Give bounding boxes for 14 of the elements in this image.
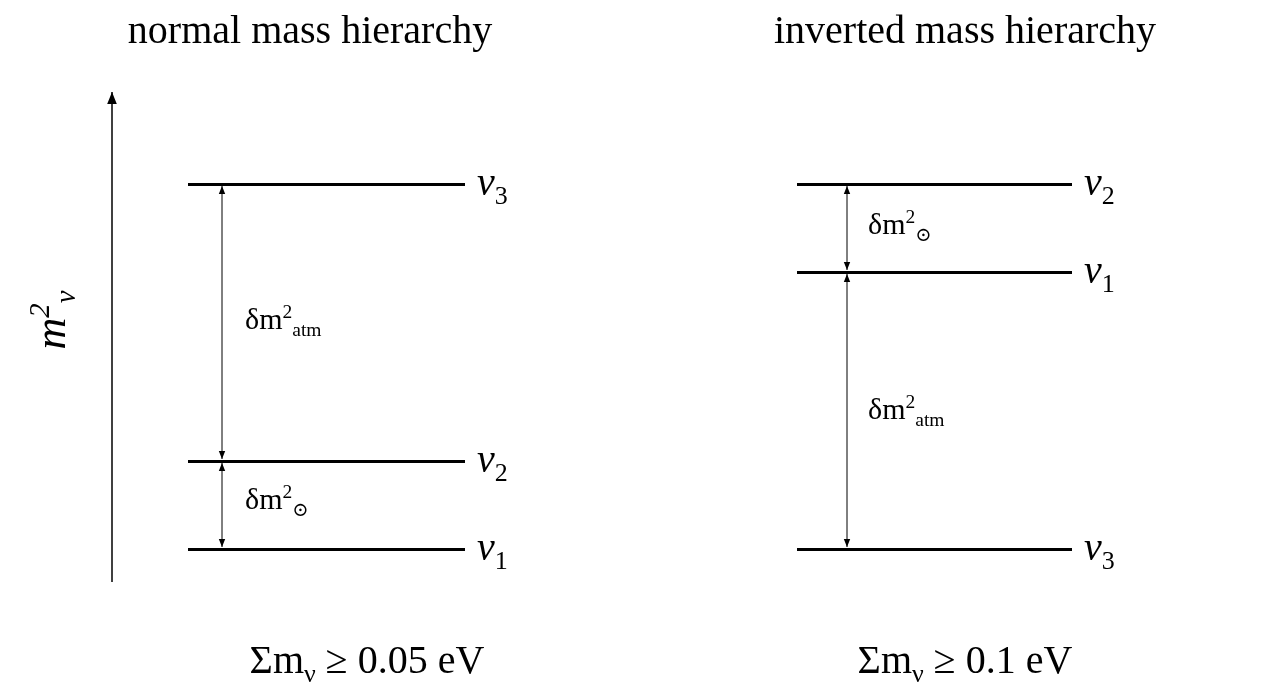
- double-arrow: [218, 462, 226, 548]
- state-label: ν$_{3}$: [477, 162, 508, 209]
- mass-sum-formula: Σm$_{ν}$ ≥ 0.1 eV: [857, 640, 1073, 687]
- state-label: ν$_{3}$: [1084, 527, 1115, 574]
- state-label: ν$_{2}$: [477, 439, 508, 486]
- double-arrow: [843, 273, 851, 548]
- heading: inverted mass hierarchy: [773, 10, 1157, 50]
- state-label: ν$_{1}$: [477, 527, 508, 574]
- state-label: ν$_{1}$: [1084, 250, 1115, 297]
- double-arrow: [218, 185, 226, 460]
- double-arrow: [843, 185, 851, 271]
- state-label: ν$_{2}$: [1084, 162, 1115, 209]
- mass-sum-formula: Σm$_{ν}$ ≥ 0.05 eV: [249, 640, 485, 687]
- heading: normal mass hierarchy: [127, 10, 493, 50]
